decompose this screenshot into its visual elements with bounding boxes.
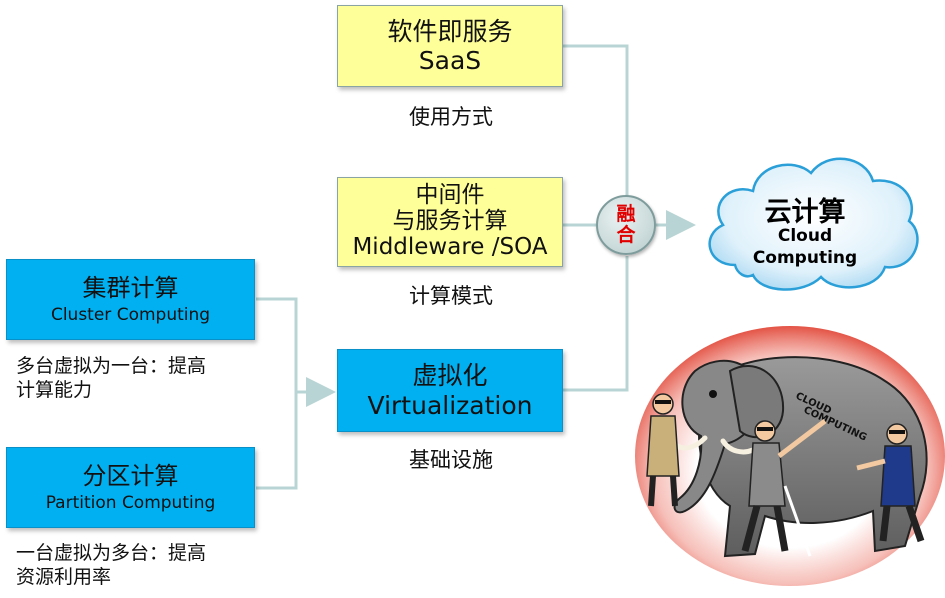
- cluster-title: 集群计算: [82, 273, 179, 302]
- partition-box: 分区计算 Partition Computing: [6, 447, 255, 528]
- virtualization-label-en: Virtualization: [367, 390, 533, 420]
- fusion-char-2: 合: [616, 224, 636, 246]
- cluster-box: 集群计算 Cluster Computing: [6, 259, 255, 340]
- middleware-label-line3: Middleware /SOA: [352, 233, 548, 260]
- middleware-caption: 计算模式: [409, 284, 493, 308]
- cloud-subtitle-line1: Cloud: [777, 226, 833, 246]
- middleware-label-line1: 中间件: [415, 182, 485, 209]
- middleware-label-line2: 与服务计算: [392, 208, 508, 235]
- saas-label-cn: 软件即服务: [387, 16, 513, 46]
- cluster-note: 多台虚拟为一台：提高 计算能力: [16, 355, 206, 403]
- blind-man-left: [646, 393, 680, 507]
- partition-note-line2: 资源利用率: [16, 565, 112, 588]
- virtualization-box: 虚拟化 Virtualization: [337, 349, 563, 432]
- partition-title: 分区计算: [82, 461, 179, 490]
- blind-men-elephant-illustration: CLOUD COMPUTING: [635, 326, 945, 586]
- virtualization-connector: [563, 256, 629, 392]
- virtualization-label-cn: 虚拟化: [412, 361, 488, 390]
- blind-man-right: [856, 423, 925, 543]
- blind-man-middle: [741, 419, 827, 557]
- cloud-shape: [708, 157, 919, 291]
- cluster-subtitle: Cluster Computing: [50, 305, 211, 326]
- partition-connector: [256, 392, 298, 490]
- saas-box: 软件即服务 SaaS: [337, 5, 563, 87]
- fusion-char-1: 融: [616, 203, 636, 226]
- partition-subtitle: Partition Computing: [45, 493, 216, 514]
- cluster-connector: [256, 297, 298, 392]
- partition-note: 一台虚拟为多台：提高 资源利用率: [16, 542, 206, 590]
- cloud-title: 云计算: [764, 197, 846, 228]
- saas-connector: [563, 44, 629, 196]
- cloud-subtitle-line2: Computing: [752, 248, 858, 268]
- cluster-note-line2: 计算能力: [16, 378, 93, 401]
- fusion-circle: 融 合: [596, 195, 656, 255]
- partition-note-line1: 一台虚拟为多台：提高: [16, 542, 207, 564]
- virtualization-caption: 基础设施: [409, 448, 493, 472]
- cluster-note-line1: 多台虚拟为一台：提高: [16, 355, 207, 377]
- saas-label-en: SaaS: [418, 46, 482, 75]
- middleware-box: 中间件 与服务计算 Middleware /SOA: [337, 177, 563, 267]
- saas-caption: 使用方式: [409, 105, 493, 129]
